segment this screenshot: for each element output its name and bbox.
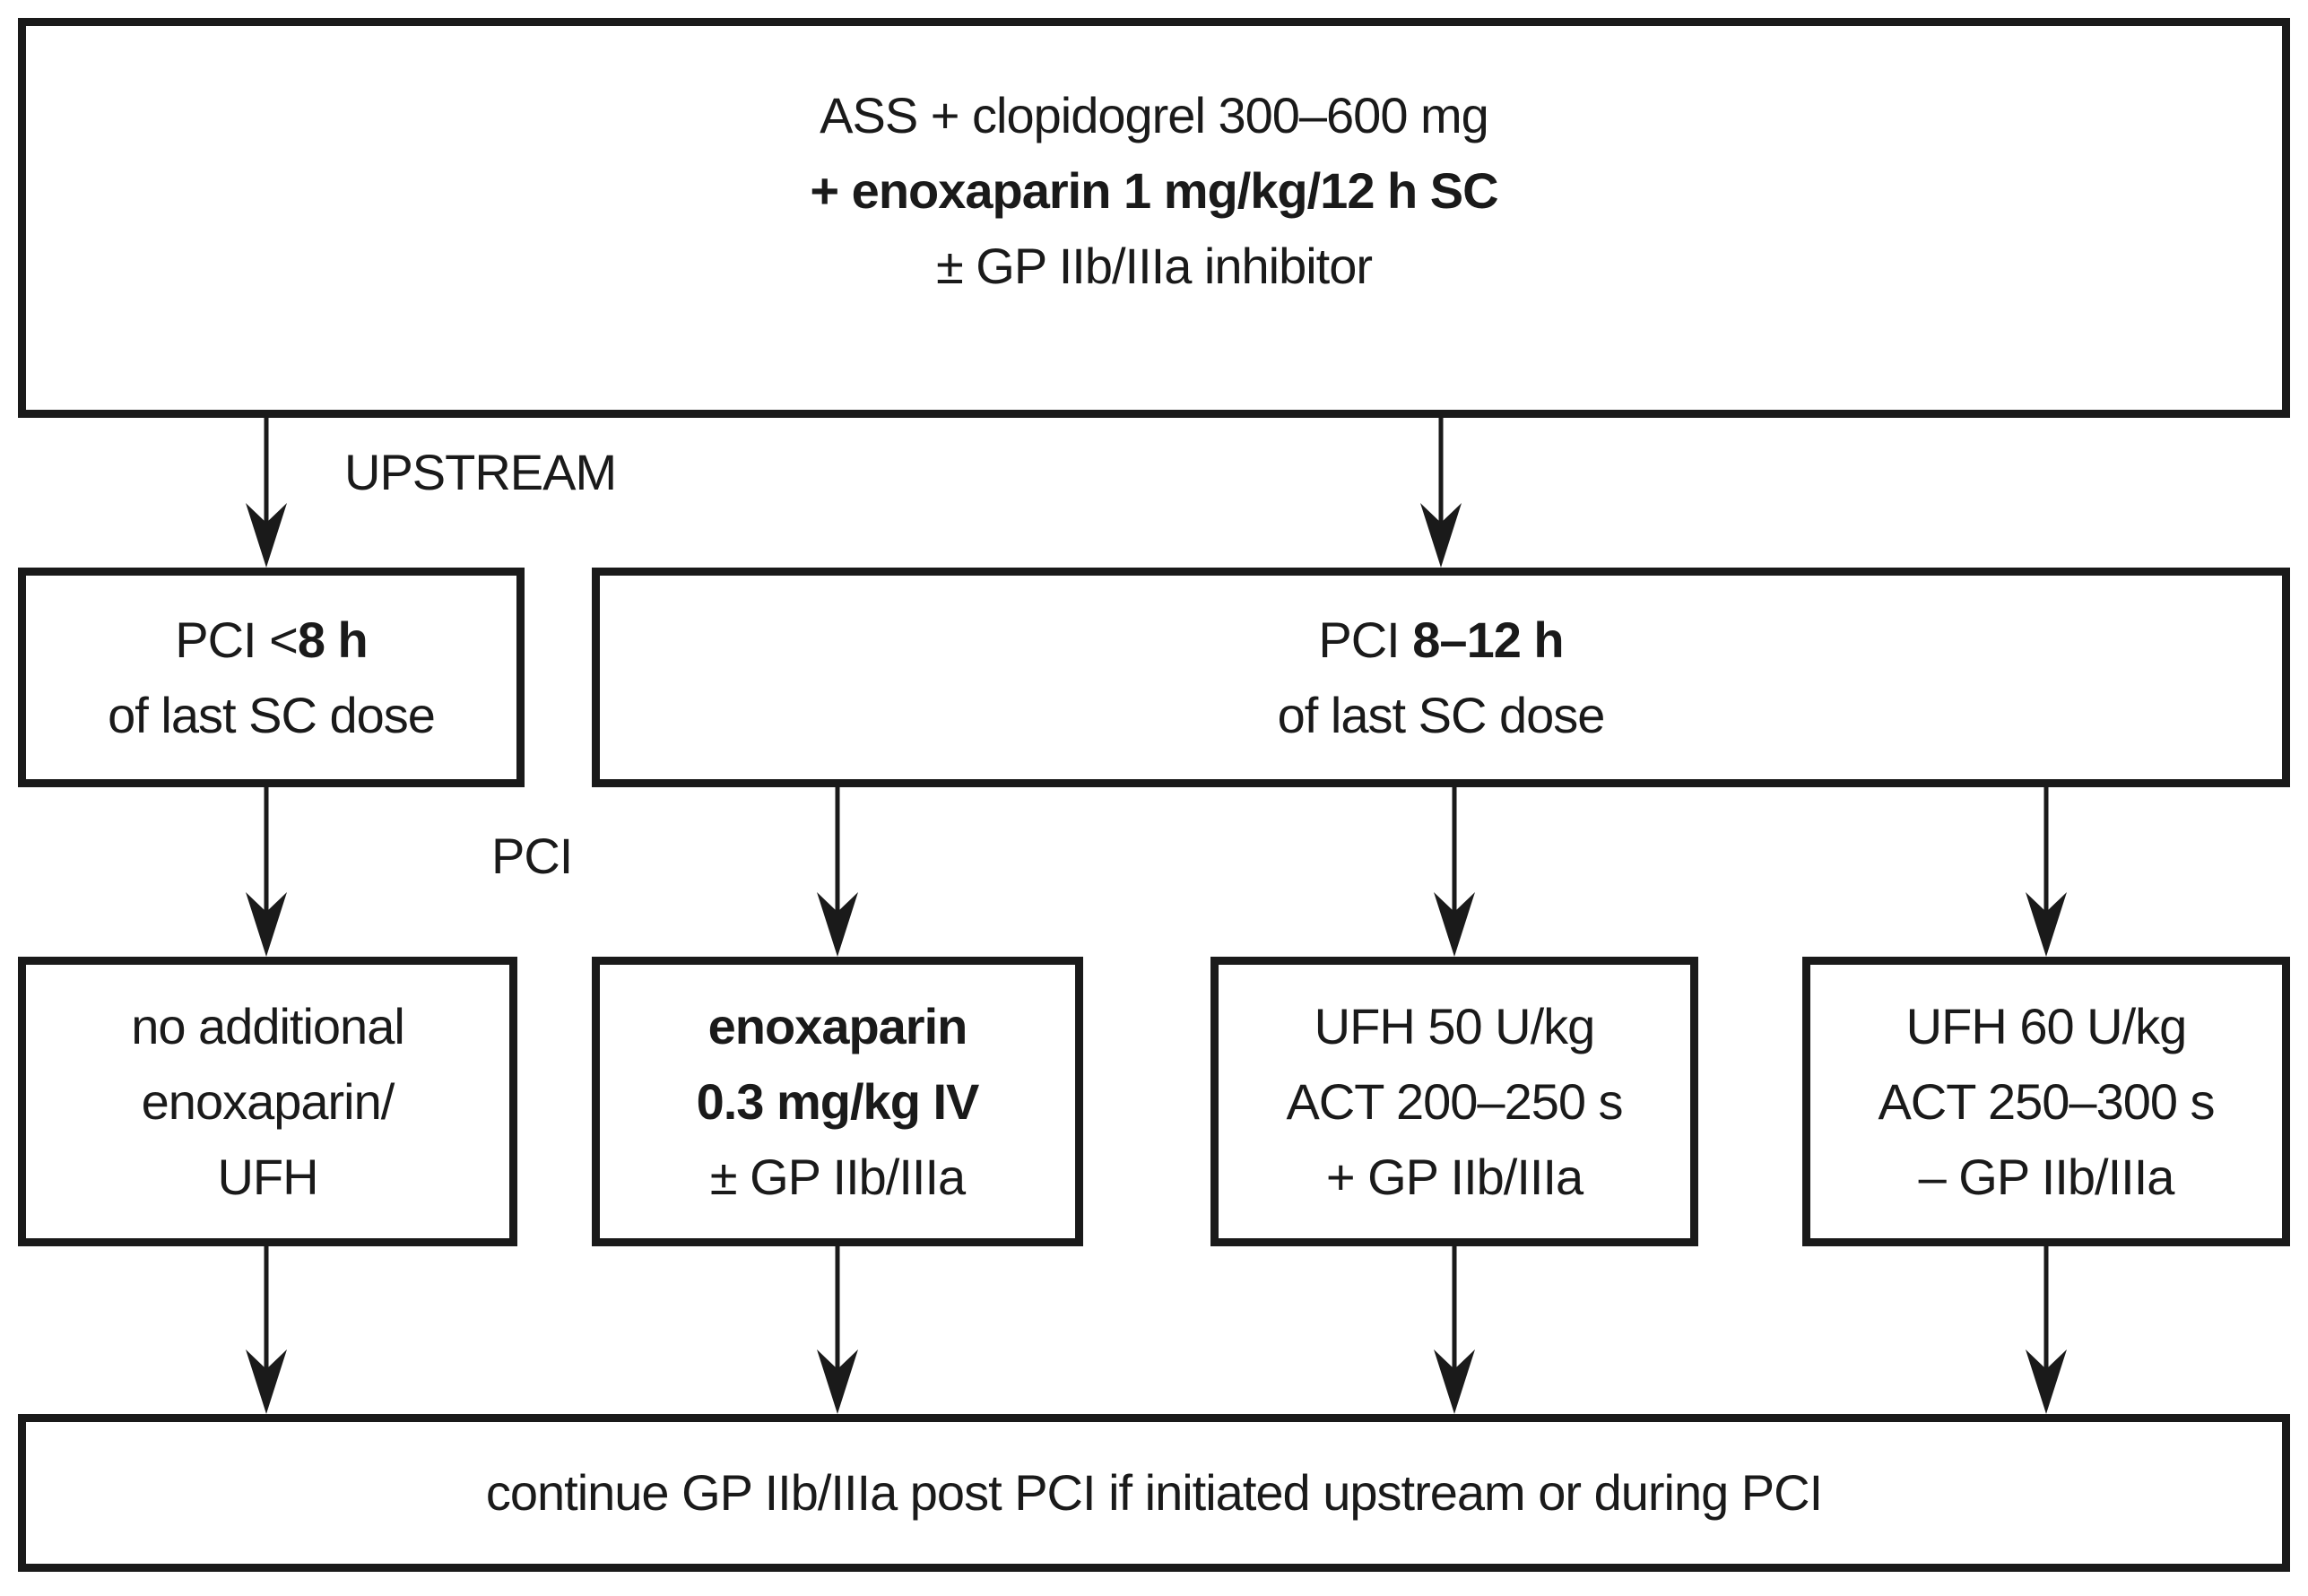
text-segment: – GP IIb/IIIa <box>1918 1148 2175 1205</box>
text-segment: UFH 60 U/kg <box>1905 997 2188 1054</box>
text-segment: no additional <box>131 997 405 1054</box>
enoxaparin-iv-line3: ± GP IIb/IIIa <box>709 1140 966 1215</box>
enoxaparin-iv-line2: 0.3 mg/kg IV <box>696 1064 980 1140</box>
text-segment: ± GP IIb/IIIa inhibitor <box>935 238 1373 294</box>
arrow-late-to-ufh60-icon <box>2026 787 2067 957</box>
pci-under-8h-box: PCI <8 h of last SC dose <box>18 568 525 787</box>
initial-therapy-line3: ± GP IIb/IIIa inhibitor <box>935 229 1373 304</box>
ufh-60-line2: ACT 250–300 s <box>1878 1064 2215 1140</box>
text-segment: ASS + clopidogrel 300–600 mg <box>820 87 1489 143</box>
arrow-top-to-late-icon <box>1420 418 1462 568</box>
text-segment: of last SC dose <box>108 686 436 743</box>
text-segment: continue GP IIb/IIIa post PCI if initiat… <box>485 1464 1823 1521</box>
text-segment: ± GP IIb/IIIa <box>709 1148 966 1205</box>
text-segment: PCI <box>1318 611 1413 668</box>
text-segment: enoxaparin/ <box>141 1072 395 1130</box>
arrow-ufh50-to-continue-icon <box>1434 1246 1475 1414</box>
text-segment: PCI < <box>175 611 299 668</box>
continue-gp-box: continue GP IIb/IIIa post PCI if initiat… <box>18 1414 2290 1572</box>
text-segment: + enoxaparin 1 mg/kg/12 h SC <box>810 162 1498 219</box>
arrow-top-to-early-icon <box>246 418 287 568</box>
text-segment-bold: 0.3 mg/kg IV <box>696 1072 980 1130</box>
no-additional-line2: enoxaparin/ <box>142 1064 395 1140</box>
no-additional-box: no additional enoxaparin/ UFH <box>18 957 517 1246</box>
initial-therapy-line1: ASS + clopidogrel 300–600 mg <box>820 78 1489 153</box>
pci-label: PCI <box>491 828 573 884</box>
ufh-50-box: UFH 50 U/kg ACT 200–250 s + GP IIb/IIIa <box>1210 957 1698 1246</box>
no-additional-line3: UFH <box>217 1140 318 1215</box>
text-segment: ACT 200–250 s <box>1286 1072 1623 1130</box>
enoxaparin-iv-line1: enoxaparin <box>707 989 968 1064</box>
initial-therapy-line2: + enoxaparin 1 mg/kg/12 h SC <box>810 153 1498 229</box>
upstream-label: UPSTREAM <box>344 444 617 500</box>
pci-under-8h-line2: of last SC dose <box>108 678 436 753</box>
ufh-50-line3: + GP IIb/IIIa <box>1326 1140 1583 1215</box>
pci-8-12h-line2: of last SC dose <box>1277 678 1606 753</box>
initial-therapy-box: ASS + clopidogrel 300–600 mg + enoxapari… <box>18 18 2290 418</box>
text-segment-bold: 8 h <box>297 611 369 668</box>
pci-8-12h-box: PCI 8–12 h of last SC dose <box>592 568 2290 787</box>
ufh-60-line3: – GP IIb/IIIa <box>1918 1140 2175 1215</box>
ufh-60-line1: UFH 60 U/kg <box>1905 989 2188 1064</box>
arrow-late-to-enox-iv-icon <box>817 787 858 957</box>
text-segment: UFH <box>217 1148 318 1205</box>
arrow-ufh60-to-continue-icon <box>2026 1246 2067 1414</box>
ufh-60-box: UFH 60 U/kg ACT 250–300 s – GP IIb/IIIa <box>1802 957 2290 1246</box>
arrow-noadd-to-continue-icon <box>246 1246 287 1414</box>
text-segment: + GP IIb/IIIa <box>1325 1148 1583 1205</box>
pci-under-8h-line1: PCI <8 h <box>175 603 369 678</box>
arrow-enox-iv-to-continue-icon <box>817 1246 858 1414</box>
continue-gp-line1: continue GP IIb/IIIa post PCI if initiat… <box>485 1455 1823 1531</box>
ufh-50-line1: UFH 50 U/kg <box>1314 989 1596 1064</box>
pci-8-12h-line1: PCI 8–12 h <box>1318 603 1564 678</box>
text-segment: UFH 50 U/kg <box>1314 997 1596 1054</box>
ufh-50-line2: ACT 200–250 s <box>1286 1064 1623 1140</box>
arrow-late-to-ufh50-icon <box>1434 787 1475 957</box>
text-segment: ACT 250–300 s <box>1878 1072 2215 1130</box>
text-segment: of last SC dose <box>1277 686 1606 743</box>
text-segment-bold: enoxaparin <box>707 997 968 1054</box>
enoxaparin-iv-box: enoxaparin 0.3 mg/kg IV ± GP IIb/IIIa <box>592 957 1083 1246</box>
arrow-early-to-noadd-icon <box>246 787 287 957</box>
no-additional-line1: no additional <box>131 989 405 1064</box>
text-segment-bold: 8–12 h <box>1412 611 1564 668</box>
